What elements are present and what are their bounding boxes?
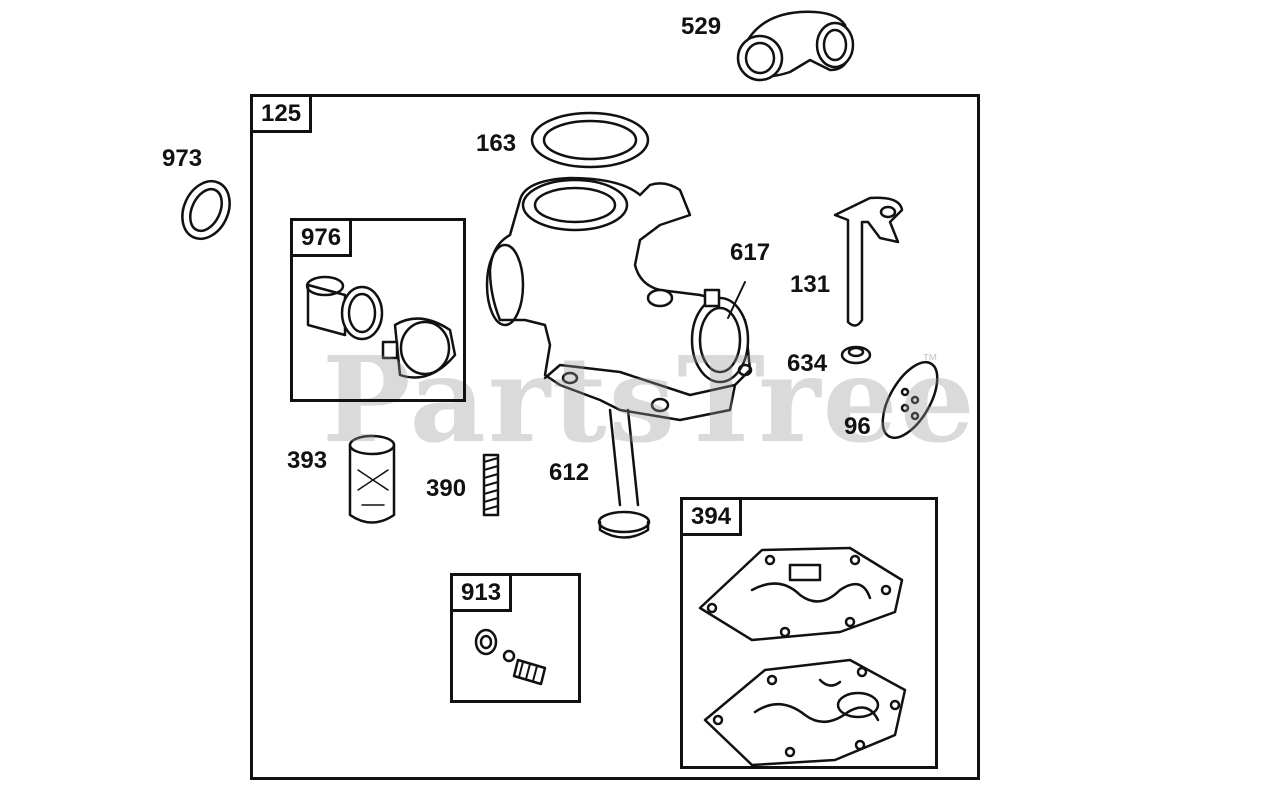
assembly-box-976: 976 (290, 218, 466, 402)
throttle-shaft-131 (833, 196, 904, 327)
part-label-96[interactable]: 96 (844, 413, 871, 440)
part-label-393[interactable]: 393 (287, 447, 328, 474)
filter-sleeve-976 (305, 275, 457, 379)
assembly-box-125: 125 (250, 94, 980, 780)
assembly-tag-125[interactable]: 125 (250, 94, 313, 133)
part-label-973[interactable]: 973 (162, 145, 203, 172)
gasket-ring-163 (530, 111, 650, 169)
needle-assembly-913 (474, 628, 547, 686)
screen-filter-393 (348, 434, 396, 524)
carburetor-body-125 (485, 176, 753, 422)
ring-973 (181, 180, 231, 240)
watermark-trademark: ™ (922, 352, 938, 369)
assembly-tag-913[interactable]: 913 (450, 573, 513, 612)
assembly-tag-394[interactable]: 394 (680, 497, 743, 536)
part-label-612[interactable]: 612 (549, 459, 590, 486)
part-label-131[interactable]: 131 (790, 271, 831, 298)
leader-line-617 (727, 281, 746, 319)
assembly-box-913: 913 (450, 573, 581, 703)
part-label-529[interactable]: 529 (681, 13, 722, 40)
throttle-plate-96 (881, 361, 939, 439)
elbow-fitting-529 (736, 10, 855, 82)
gasket-set-394 (698, 546, 907, 767)
assembly-tag-976[interactable]: 976 (290, 218, 353, 257)
part-label-163[interactable]: 163 (476, 130, 517, 157)
part-label-390[interactable]: 390 (426, 475, 467, 502)
part-label-634[interactable]: 634 (787, 350, 828, 377)
washer-634 (840, 345, 872, 365)
part-label-617[interactable]: 617 (730, 239, 771, 266)
tube-612 (597, 408, 651, 539)
spring-390 (482, 453, 500, 517)
assembly-box-394: 394 (680, 497, 938, 769)
